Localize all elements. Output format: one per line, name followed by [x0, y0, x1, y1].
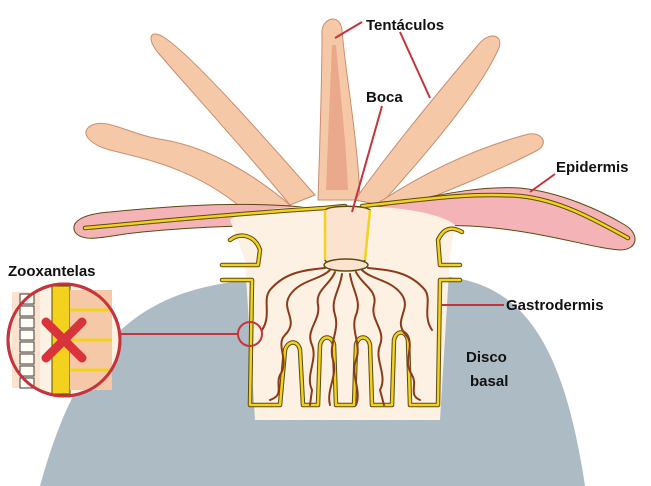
tentacles — [86, 19, 543, 215]
epidermis-leader — [530, 174, 555, 192]
label-basal-disc-line1: Disco — [466, 349, 507, 366]
zooxanthellae-callout — [8, 284, 120, 396]
label-tentacles: Tentáculos — [366, 17, 444, 34]
label-gastrodermis: Gastrodermis — [506, 297, 604, 314]
label-mouth: Boca — [366, 89, 403, 106]
tentacles-leader-b — [400, 32, 430, 98]
label-basal-disc-line2: basal — [470, 373, 508, 390]
label-epidermis: Epidermis — [556, 159, 629, 176]
label-zooxanthellae: Zooxantelas — [8, 263, 96, 280]
